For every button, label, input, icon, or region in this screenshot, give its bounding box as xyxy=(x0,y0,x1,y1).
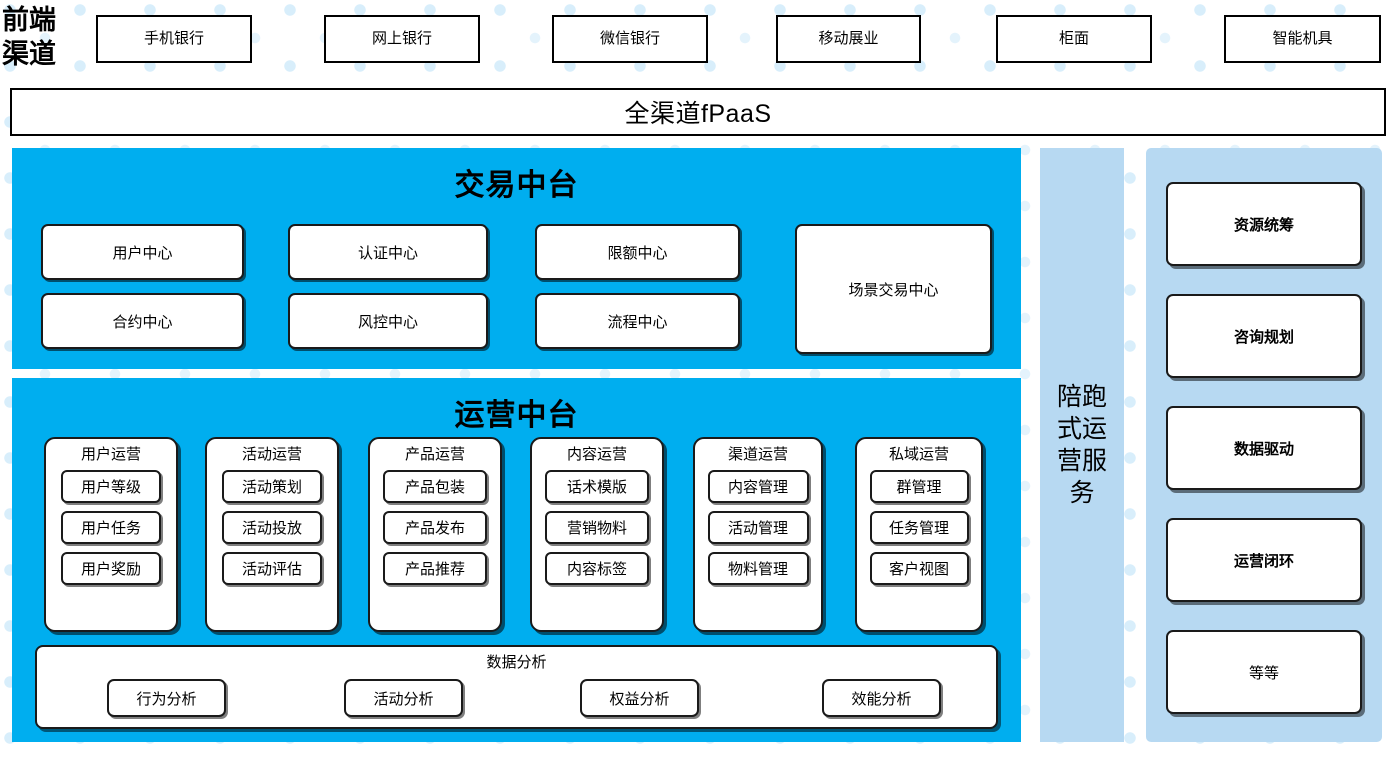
data-analysis-item-efficiency[interactable]: 效能分析 xyxy=(822,679,941,717)
ops-sub-item[interactable]: 用户等级 xyxy=(61,470,161,503)
data-analysis-card: 数据分析 行为分析 活动分析 权益分析 效能分析 xyxy=(35,645,998,729)
trade-center-label: 限额中心 xyxy=(607,244,668,262)
ops-sub-item[interactable]: 用户奖励 xyxy=(61,552,161,585)
ops-sub-item[interactable]: 话术模版 xyxy=(545,470,649,503)
ops-sub-item[interactable]: 用户任务 xyxy=(61,511,161,544)
channel-box-counter[interactable]: 柜面 xyxy=(996,15,1152,63)
ops-sub-item[interactable]: 群管理 xyxy=(869,470,969,503)
ops-group-title: 内容运营 xyxy=(566,446,627,463)
trade-center-label: 风控中心 xyxy=(357,313,418,331)
ops-platform-title: 运营中台 xyxy=(454,399,579,432)
omnichannel-fpaas-bar[interactable]: 全渠道fPaaS xyxy=(10,88,1386,136)
ops-sub-item[interactable]: 活动评估 xyxy=(222,552,322,585)
channel-box-wechat-bank[interactable]: 微信银行 xyxy=(552,15,708,63)
ops-sub-item[interactable]: 产品发布 xyxy=(383,511,487,544)
channel-box-mobile-field[interactable]: 移动展业 xyxy=(776,15,921,63)
channel-label: 手机银行 xyxy=(143,29,204,47)
trade-center-user[interactable]: 用户中心 xyxy=(41,224,244,280)
trade-center-label: 认证中心 xyxy=(357,244,418,262)
ops-sub-item[interactable]: 活动管理 xyxy=(707,511,809,544)
channel-label: 柜面 xyxy=(1058,29,1089,47)
data-analysis-item-benefit[interactable]: 权益分析 xyxy=(580,679,699,717)
ops-group-product[interactable]: 产品运营 产品包装 产品发布 产品推荐 xyxy=(368,437,502,632)
channel-label: 智能机具 xyxy=(1272,29,1333,47)
ops-group-title: 渠道运营 xyxy=(727,446,788,463)
service-capability-panel: 资源统筹 咨询规划 数据驱动 运营闭环 等等 xyxy=(1146,148,1382,742)
service-column-label: 陪跑式运营服务 xyxy=(1056,383,1107,507)
ops-sub-item[interactable]: 产品推荐 xyxy=(383,552,487,585)
ops-sub-item[interactable]: 营销物料 xyxy=(545,511,649,544)
trade-platform-title: 交易中台 xyxy=(454,169,579,202)
trade-center-label: 流程中心 xyxy=(607,313,668,331)
trade-center-label: 场景交易中心 xyxy=(848,281,939,299)
ops-group-title: 私域运营 xyxy=(888,446,949,463)
trade-center-limit[interactable]: 限额中心 xyxy=(535,224,740,280)
ops-group-channel[interactable]: 渠道运营 内容管理 活动管理 物料管理 xyxy=(693,437,823,632)
trade-center-process[interactable]: 流程中心 xyxy=(535,293,740,349)
ops-group-user[interactable]: 用户运营 用户等级 用户任务 用户奖励 xyxy=(44,437,178,632)
data-analysis-item-behavior[interactable]: 行为分析 xyxy=(107,679,226,717)
service-capability-closed-loop[interactable]: 运营闭环 xyxy=(1166,518,1362,602)
service-capability-data-driven[interactable]: 数据驱动 xyxy=(1166,406,1362,490)
channel-label: 微信银行 xyxy=(599,29,660,47)
ops-sub-item[interactable]: 客户视图 xyxy=(869,552,969,585)
ops-group-private-domain[interactable]: 私域运营 群管理 任务管理 客户视图 xyxy=(855,437,983,632)
ops-sub-item[interactable]: 任务管理 xyxy=(869,511,969,544)
fpaas-label: 全渠道fPaaS xyxy=(624,100,772,128)
data-analysis-title: 数据分析 xyxy=(486,654,547,671)
trade-center-auth[interactable]: 认证中心 xyxy=(288,224,488,280)
trade-center-scene[interactable]: 场景交易中心 xyxy=(795,224,992,354)
ops-group-title: 活动运营 xyxy=(241,446,302,463)
ops-group-title: 用户运营 xyxy=(80,446,141,463)
trade-center-label: 合约中心 xyxy=(112,313,173,331)
trade-center-riskctl[interactable]: 风控中心 xyxy=(288,293,488,349)
channel-box-online-bank[interactable]: 网上银行 xyxy=(324,15,480,63)
ops-sub-item[interactable]: 内容管理 xyxy=(707,470,809,503)
ops-group-content[interactable]: 内容运营 话术模版 营销物料 内容标签 xyxy=(530,437,664,632)
ops-sub-item[interactable]: 物料管理 xyxy=(707,552,809,585)
service-capability-resource[interactable]: 资源统筹 xyxy=(1166,182,1362,266)
channel-box-smart-machine[interactable]: 智能机具 xyxy=(1224,15,1381,63)
ops-sub-item[interactable]: 产品包装 xyxy=(383,470,487,503)
channel-label: 移动展业 xyxy=(818,29,879,47)
trade-center-contract[interactable]: 合约中心 xyxy=(41,293,244,349)
ops-sub-item[interactable]: 活动投放 xyxy=(222,511,322,544)
data-analysis-item-campaign[interactable]: 活动分析 xyxy=(344,679,463,717)
service-capability-consulting[interactable]: 咨询规划 xyxy=(1166,294,1362,378)
ops-group-title: 产品运营 xyxy=(404,446,465,463)
accompanying-operation-service-column: 陪跑式运营服务 xyxy=(1040,148,1124,742)
service-capability-etc[interactable]: 等等 xyxy=(1166,630,1362,714)
ops-group-campaign[interactable]: 活动运营 活动策划 活动投放 活动评估 xyxy=(205,437,339,632)
channel-label: 网上银行 xyxy=(371,29,432,47)
ops-sub-item[interactable]: 活动策划 xyxy=(222,470,322,503)
frontend-channel-label: 前端渠道 xyxy=(2,2,82,72)
trade-center-label: 用户中心 xyxy=(112,244,173,262)
frontend-channel-label-text: 前端渠道 xyxy=(2,5,56,69)
channel-box-mobile-bank[interactable]: 手机银行 xyxy=(96,15,252,63)
ops-sub-item[interactable]: 内容标签 xyxy=(545,552,649,585)
